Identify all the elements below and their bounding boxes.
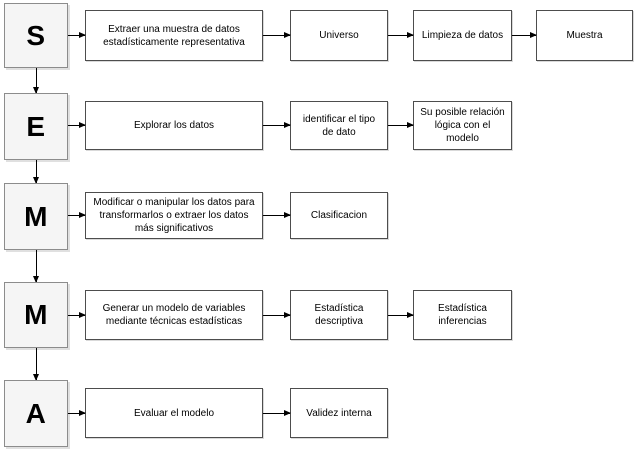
box-limpieza-de-datos: Limpieza de datos [413, 10, 512, 61]
box-evaluar-modelo: Evaluar el modelo [85, 388, 263, 438]
arrow-right-icon [68, 32, 86, 38]
arrow-right-icon [68, 410, 86, 416]
arrow-down-icon [33, 160, 39, 184]
stage-box-m-modify: M [4, 183, 68, 250]
box-clasificacion: Clasificacion [290, 192, 388, 239]
box-estadistica-descriptiva: Estadística descriptiva [290, 290, 388, 340]
box-identificar-tipo-dato: identificar el tipo de dato [290, 101, 388, 150]
arrow-down-icon [33, 250, 39, 283]
box-estadistica-inferencias: Estadística inferencias [413, 290, 512, 340]
arrow-right-icon [263, 312, 291, 318]
arrow-right-icon [388, 122, 414, 128]
box-validez-interna: Validez interna [290, 388, 388, 438]
box-muestra: Muestra [536, 10, 633, 61]
arrow-right-icon [263, 32, 291, 38]
stage-box-m-model: M [4, 282, 68, 348]
arrow-right-icon [68, 122, 86, 128]
arrow-right-icon [388, 32, 414, 38]
arrow-right-icon [512, 32, 537, 38]
arrow-right-icon [68, 312, 86, 318]
arrow-down-icon [33, 348, 39, 381]
stage-box-e: E [4, 93, 68, 160]
arrow-right-icon [263, 410, 291, 416]
box-relacion-logica-modelo: Su posible relación lógica con el modelo [413, 101, 512, 150]
arrow-right-icon [68, 212, 86, 218]
box-extraer-muestra: Extraer una muestra de datos estadística… [85, 10, 263, 61]
arrow-right-icon [263, 122, 291, 128]
stage-box-a: A [4, 380, 68, 447]
box-explorar-los-datos: Explorar los datos [85, 101, 263, 150]
arrow-right-icon [263, 212, 291, 218]
arrow-right-icon [388, 312, 414, 318]
arrow-down-icon [33, 68, 39, 94]
box-modificar-manipular: Modificar o manipular los datos para tra… [85, 192, 263, 239]
stage-box-s: S [4, 3, 68, 68]
box-generar-modelo: Generar un modelo de variables mediante … [85, 290, 263, 340]
box-universo: Universo [290, 10, 388, 61]
